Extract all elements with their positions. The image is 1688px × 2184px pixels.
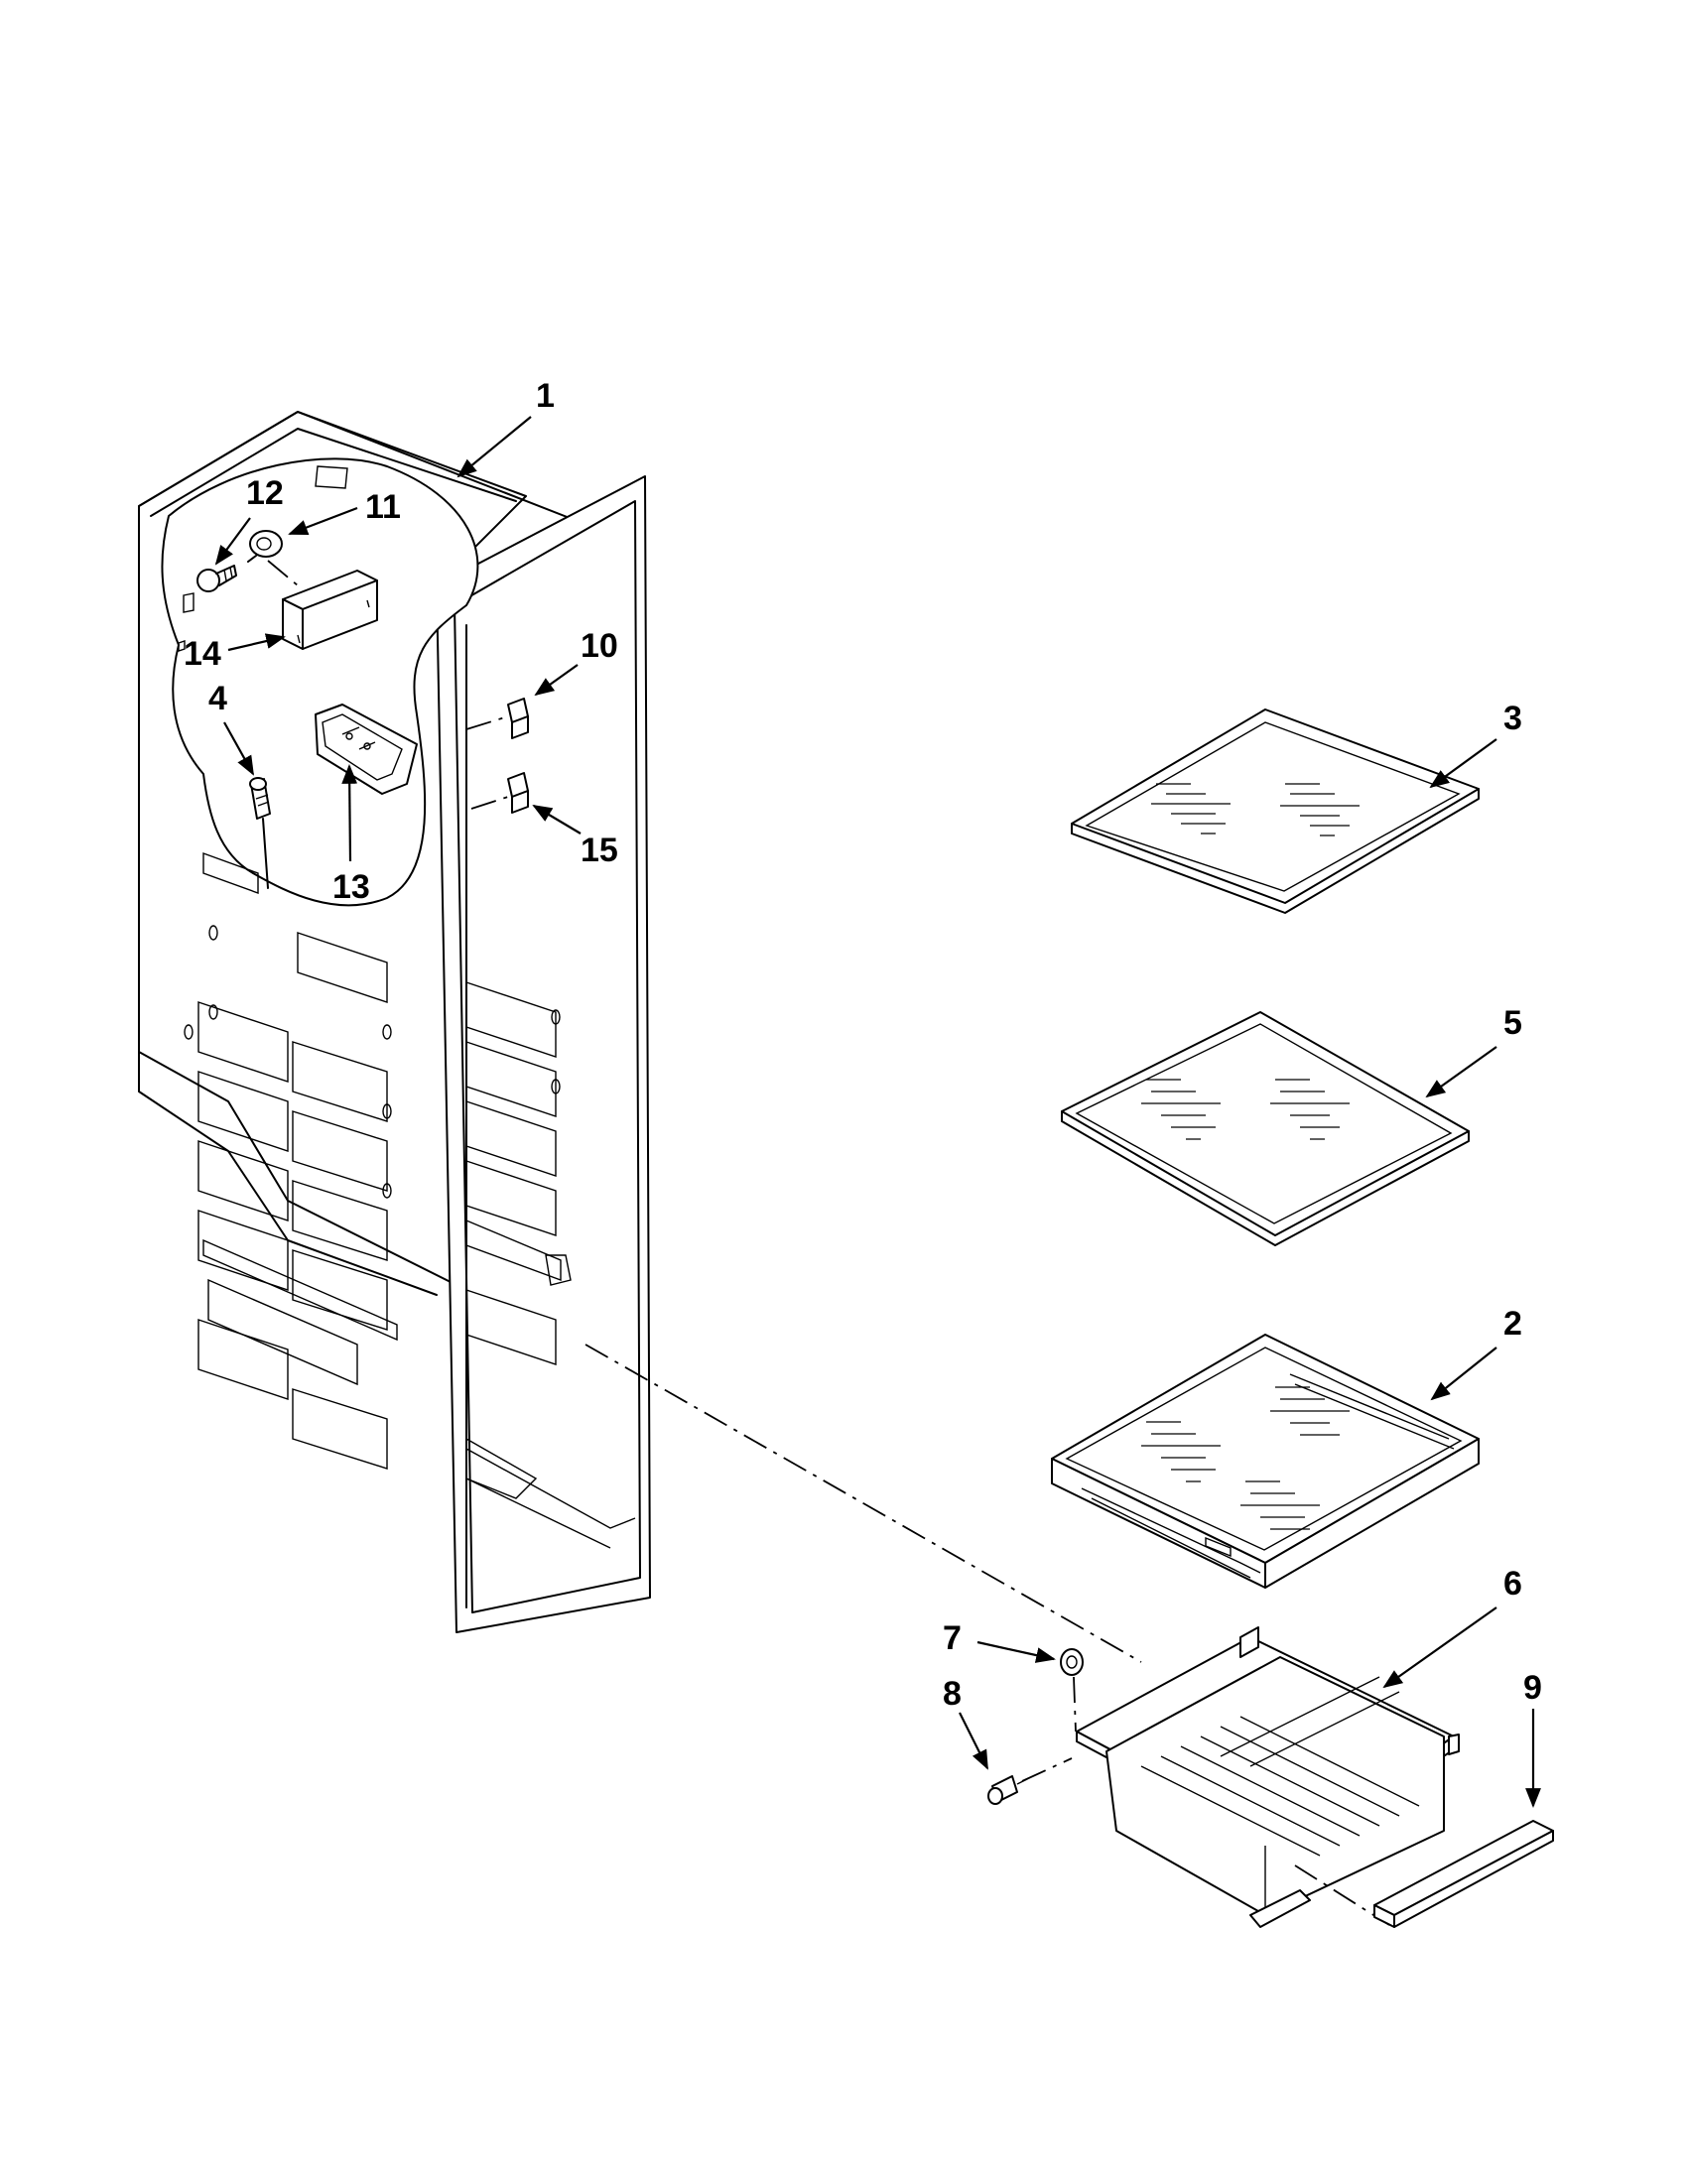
- callout-14: 14: [184, 633, 286, 673]
- light-bulb-part[interactable]: [196, 565, 237, 592]
- slide-out-shelf-part-2[interactable]: [1051, 1334, 1480, 1589]
- svg-text:11: 11: [365, 488, 401, 526]
- svg-text:7: 7: [943, 1619, 962, 1657]
- svg-text:5: 5: [1503, 1004, 1522, 1042]
- callout-8: 8: [943, 1675, 988, 1770]
- svg-text:14: 14: [184, 635, 221, 673]
- callout-2: 2: [1430, 1305, 1522, 1401]
- light-shield-part[interactable]: [282, 570, 378, 650]
- light-switch-part[interactable]: [470, 772, 529, 814]
- callout-6: 6: [1382, 1565, 1522, 1689]
- svg-text:1: 1: [536, 377, 555, 415]
- svg-text:15: 15: [581, 832, 618, 869]
- svg-text:2: 2: [1503, 1305, 1522, 1343]
- thermistor-part[interactable]: [249, 777, 271, 889]
- roller-stud-part[interactable]: [987, 1757, 1073, 1805]
- freezer-liner-part[interactable]: [138, 411, 1142, 1663]
- callout-12: 12: [214, 474, 284, 566]
- callout-9: 9: [1523, 1669, 1542, 1808]
- callout-3: 3: [1429, 700, 1522, 789]
- svg-text:10: 10: [581, 627, 618, 665]
- callout-7: 7: [943, 1619, 1056, 1663]
- svg-text:9: 9: [1523, 1669, 1542, 1707]
- callout-15: 15: [532, 804, 618, 869]
- svg-text:8: 8: [943, 1675, 962, 1713]
- svg-text:12: 12: [246, 474, 284, 512]
- callout-1: 1: [456, 377, 555, 478]
- callout-13: 13: [332, 764, 370, 906]
- svg-text:13: 13: [332, 868, 370, 906]
- callout-10: 10: [534, 627, 618, 697]
- callout-11: 11: [288, 488, 401, 536]
- svg-text:3: 3: [1503, 700, 1522, 737]
- control-housing-part[interactable]: [315, 704, 418, 795]
- light-socket-part[interactable]: [247, 530, 299, 586]
- glass-shelf-part-5[interactable]: [1061, 1011, 1470, 1246]
- crisper-drawer-part[interactable]: [1076, 1626, 1460, 1928]
- drawer-roller-part[interactable]: [1060, 1648, 1084, 1733]
- glass-shelf-part-3[interactable]: [1071, 708, 1480, 914]
- svg-text:6: 6: [1503, 1565, 1522, 1603]
- callout-5: 5: [1425, 1004, 1522, 1098]
- drawer-trim-part[interactable]: [1373, 1820, 1554, 1928]
- freezer-switch-part[interactable]: [465, 698, 529, 739]
- callout-4: 4: [208, 680, 254, 776]
- svg-text:4: 4: [208, 680, 227, 717]
